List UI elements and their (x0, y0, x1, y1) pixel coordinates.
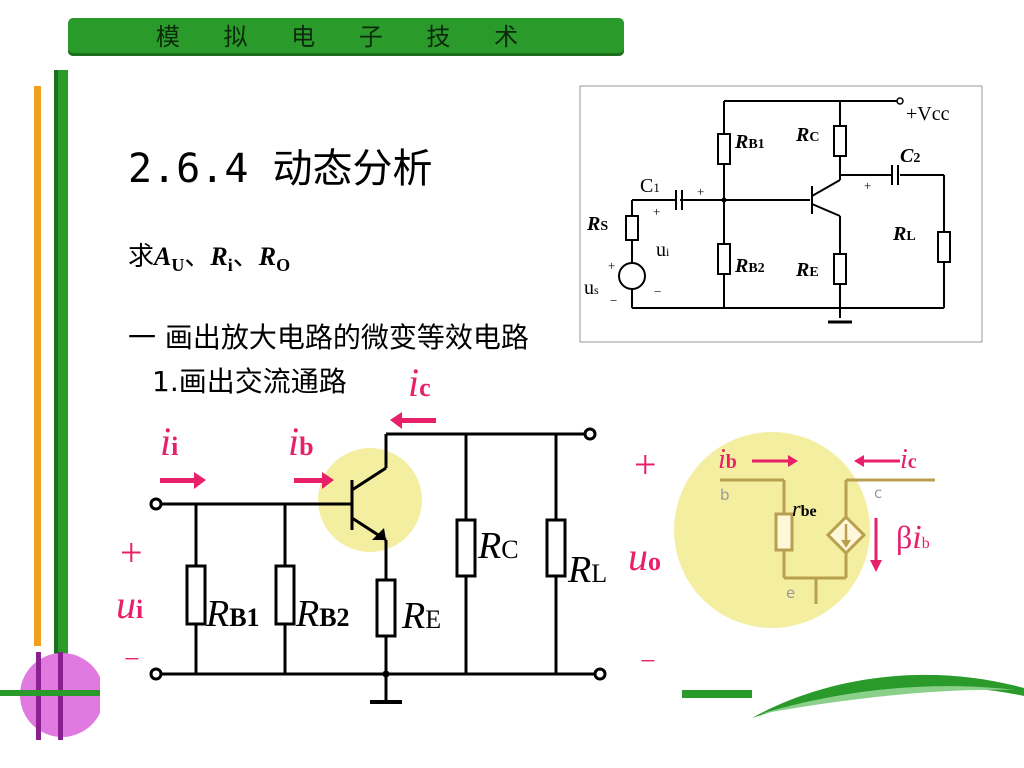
formula-ri-sub: i (227, 255, 233, 276)
top-us-minus: − (610, 293, 617, 308)
formula-ri: R (210, 242, 228, 271)
ac-ui-plus: + (120, 530, 143, 575)
model-b-node: b (720, 486, 730, 504)
top-c1-label: C1 (640, 175, 660, 197)
top-rl-label: RL (892, 223, 916, 245)
green-bar-shade (54, 70, 58, 690)
ac-rb1-label: RB1 (205, 593, 260, 635)
top-rb1-label: RB1 (734, 131, 765, 153)
ac-uo-minus: − (640, 646, 656, 677)
formula-sep: 、 (232, 242, 259, 271)
top-c2-plus: + (864, 178, 871, 193)
formula-line: 求AU、Ri、RO (128, 236, 290, 276)
ac-ic-label: ic (408, 360, 431, 405)
formula-prefix: 求 (128, 242, 155, 271)
model-e-node: e (786, 584, 795, 602)
ac-re-label: RE (401, 595, 441, 637)
bottom-green-line (682, 690, 752, 698)
top-rs-label: RS (586, 213, 608, 235)
model-c-node: c (874, 484, 882, 502)
slide-title: 2.6.4 动态分析 (128, 146, 433, 192)
formula-au: A (154, 242, 172, 271)
model-ic-label: ic (900, 444, 917, 475)
top-rc-label: RC (795, 124, 819, 146)
top-us-plus: + (608, 258, 615, 273)
ornament-cut (100, 644, 106, 744)
green-swoosh (752, 674, 1024, 718)
section-heading: 一 画出放大电路的微变等效电路 (128, 321, 529, 354)
ac-ii-label: ii (160, 419, 178, 464)
orange-vertical-bar (34, 86, 41, 646)
top-vcc-label: +Vcc (906, 103, 950, 125)
formula-au-sub: U (171, 255, 185, 276)
ac-ui-minus: − (124, 644, 140, 675)
top-ui-label: ui (656, 239, 670, 261)
swoosh-highlight (760, 686, 1015, 714)
model-rbe-label: rbe (792, 496, 817, 521)
formula-ro-sub: O (276, 255, 291, 276)
formula-ro: R (258, 242, 277, 271)
ac-rb2-label: RB2 (295, 593, 350, 635)
ac-ib-label: ib (288, 419, 314, 464)
top-ui-minus: − (654, 284, 661, 299)
ac-rc-label: RC (477, 525, 519, 567)
ac-uo-plus: + (634, 442, 657, 487)
top-c1-plus: + (697, 184, 704, 199)
top-circuit-frame (579, 85, 983, 343)
model-beta-ib-label: βib (896, 519, 930, 556)
top-ui-plus: + (653, 204, 660, 219)
top-c2-label: C2 (900, 145, 920, 167)
ac-ui-label: ui (116, 582, 143, 627)
header-title: 模 拟 电 子 技 术 (155, 23, 537, 51)
ornament-green-line (0, 690, 105, 696)
model-ib-label: ib (718, 444, 737, 475)
ac-rl-label: RL (567, 549, 607, 591)
top-re-label: RE (795, 259, 819, 281)
formula-sep: 、 (184, 242, 211, 271)
ac-uo-label: uo (628, 534, 661, 579)
top-rb2-label: RB2 (734, 255, 765, 277)
subsection-heading: 1.画出交流通路 (152, 365, 347, 398)
transistor-highlight (318, 448, 422, 552)
header-bar: 模 拟 电 子 技 术 (68, 18, 624, 56)
top-us-label: us (584, 277, 599, 299)
